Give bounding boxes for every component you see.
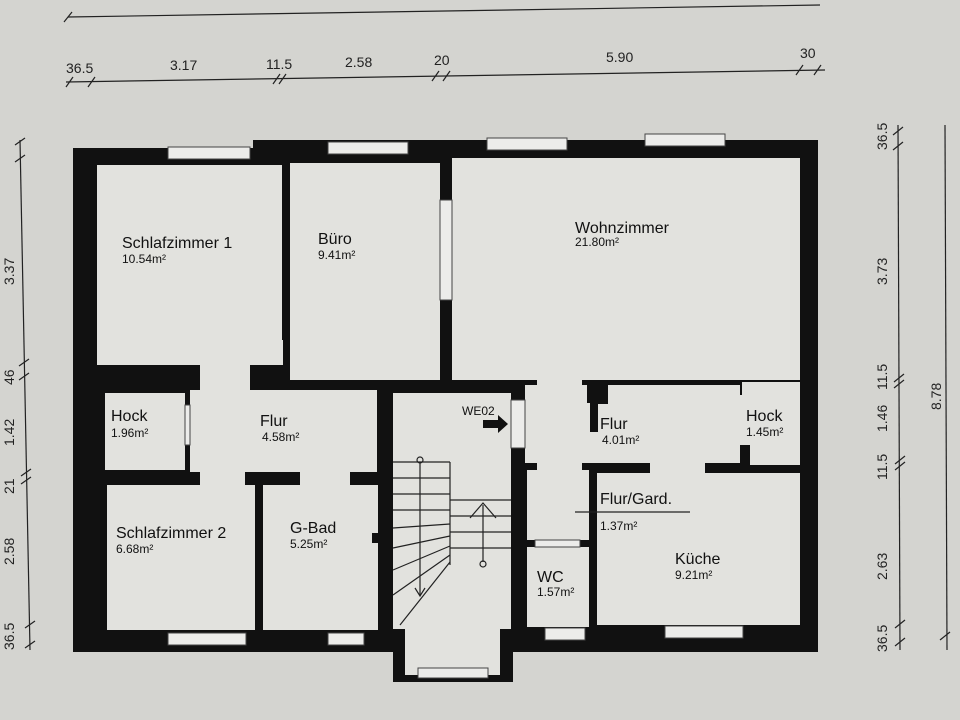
area-schlafzimmer2: 6.68m² [116, 542, 153, 556]
area-flur-gard: 1.37m² [600, 519, 637, 533]
area-flur-left: 4.58m² [262, 430, 299, 444]
entrance-label: WE02 [462, 404, 495, 418]
room-hock-right [742, 382, 800, 465]
label-flur-left: Flur [260, 413, 288, 430]
dim-right-1: 3.73 [874, 258, 890, 285]
dim-top-5: 5.90 [606, 49, 633, 65]
room-buero [290, 163, 440, 380]
area-schlafzimmer1: 10.54m² [122, 252, 166, 266]
room-wc [527, 547, 589, 627]
room-wohnzimmer [452, 158, 800, 380]
dim-right-5: 2.63 [874, 553, 890, 580]
area-gbad: 5.25m² [290, 537, 327, 551]
top-dimension-chain: 36.5 3.17 11.5 2.58 20 5.90 30 [65, 45, 826, 88]
staircase [392, 456, 511, 626]
area-wohnzimmer: 21.80m² [575, 235, 619, 249]
room-labels: Schlafzimmer 1 10.54m² Büro 9.41m² Wohnz… [111, 220, 783, 599]
dim-top-2: 11.5 [266, 56, 292, 72]
label-kueche: Küche [675, 551, 720, 568]
area-flur-right: 4.01m² [602, 433, 639, 447]
dim-right-0: 36.5 [874, 123, 890, 150]
label-hock-right: Hock [746, 408, 783, 425]
windows [167, 133, 744, 679]
dim-left-0: 36.5 [1, 623, 17, 650]
dim-top-6: 30 [800, 45, 816, 61]
area-wc: 1.57m² [537, 585, 574, 599]
dim-right-6: 36.5 [874, 625, 890, 652]
label-wc: WC [537, 569, 564, 586]
label-schlafzimmer1: Schlafzimmer 1 [122, 235, 232, 252]
left-dimension-chain: 36.5 2.58 21 1.42 46 3.37 [1, 137, 36, 651]
label-gbad: G-Bad [290, 520, 336, 537]
room-gbad [263, 485, 378, 630]
room-hock-left [105, 393, 185, 470]
room-kueche [597, 473, 800, 625]
rooms [97, 158, 800, 675]
top-overall-dimension-line [63, 4, 821, 23]
label-hock-left: Hock [111, 408, 148, 425]
room-flur-right [525, 385, 587, 463]
dim-left-4: 46 [1, 369, 17, 385]
dim-right-total: 8.78 [928, 383, 944, 410]
area-hock-left: 1.96m² [111, 426, 148, 440]
stairwell [393, 393, 511, 629]
label-schlafzimmer2: Schlafzimmer 2 [116, 525, 226, 542]
dim-left-2: 21 [1, 478, 17, 494]
dim-top-4: 20 [434, 52, 450, 68]
dim-top-1: 3.17 [170, 57, 197, 73]
dim-right-3: 1.46 [874, 405, 890, 432]
area-kueche: 9.21m² [675, 568, 712, 582]
door-openings [184, 199, 742, 548]
entrance-arrow-icon [483, 415, 508, 433]
dim-left-1: 2.58 [1, 538, 17, 565]
area-hock-right: 1.45m² [746, 425, 783, 439]
right-dimension-chain: 36.5 3.73 11.5 1.46 11.5 2.63 36.5 8.78 [874, 123, 951, 652]
area-buero: 9.41m² [318, 248, 355, 262]
dim-left-5: 3.37 [1, 258, 17, 285]
label-buero: Büro [318, 231, 352, 248]
label-wohnzimmer: Wohnzimmer [575, 220, 670, 237]
dim-right-2: 11.5 [874, 364, 890, 390]
label-flur-gard: Flur/Gard. [600, 491, 672, 508]
room-schlafzimmer1 [97, 165, 282, 365]
dim-top-3: 2.58 [345, 54, 372, 70]
room-flur-gard-upper [527, 470, 589, 540]
dim-top-0: 36.5 [66, 60, 93, 76]
room-flur-left [190, 390, 377, 472]
dim-right-4: 11.5 [874, 454, 890, 480]
label-flur-right: Flur [600, 416, 628, 433]
room-schlafzimmer2 [107, 485, 255, 630]
dim-left-3: 1.42 [1, 419, 17, 446]
